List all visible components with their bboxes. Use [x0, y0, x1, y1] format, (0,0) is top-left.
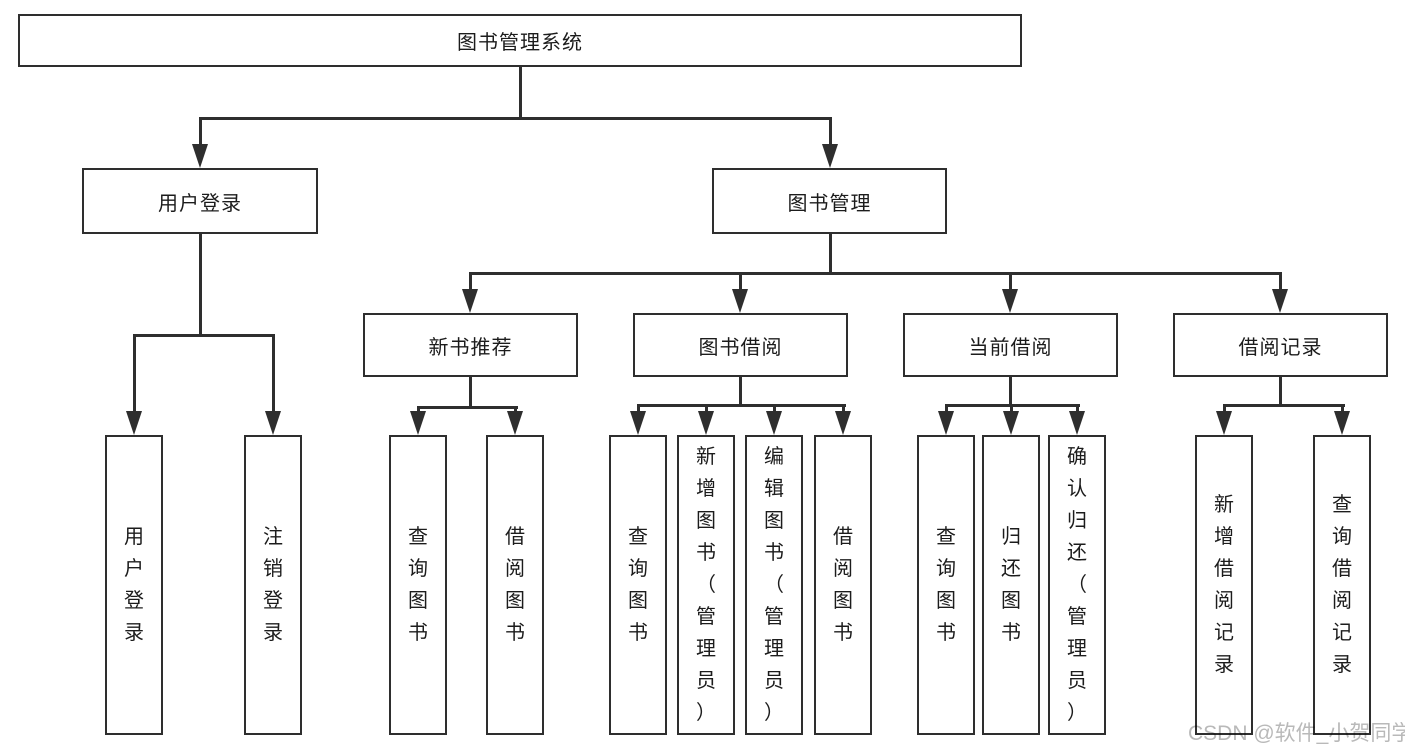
arrowhead-bb-add [698, 411, 714, 435]
leaf-br-query-record-label: 查询借阅记录 [1332, 494, 1352, 676]
leaf-bb-edit-books-label: 编辑图书（管理员） [764, 446, 784, 724]
arrowhead-nb-query [410, 411, 426, 435]
connector-drop-br-add [1223, 404, 1226, 414]
node-book-mgmt-label: 图书管理 [787, 192, 872, 215]
arrowhead-bb-borrow [835, 411, 851, 435]
connector-drop-book-borrow [739, 272, 742, 292]
leaf-cb-return-books-label: 归还图书 [1001, 526, 1021, 644]
connector-drop-bb-add [705, 404, 708, 414]
leaf-cb-query-books-label: 查询图书 [936, 526, 956, 644]
leaf-br-add-record-label: 新增借阅记录 [1214, 494, 1234, 676]
connector-drop-br-query [1341, 404, 1344, 414]
arrowhead-ul-logout [265, 411, 281, 435]
connector-drop-user-login [199, 117, 202, 148]
arrowhead-cb-query [938, 411, 954, 435]
connector-nbr-stem [469, 377, 472, 408]
leaf-bb-query-books: 查询图书 [609, 435, 667, 735]
connector-drop-cb-return [1010, 404, 1013, 414]
connector-drop-cb-confirm [1076, 404, 1079, 414]
connector-userlogin-bus [133, 334, 275, 337]
arrowhead-book-mgmt [822, 144, 838, 168]
connector-drop-bb-query [637, 404, 640, 414]
leaf-user-login: 用户登录 [105, 435, 163, 735]
arrowhead-borrow-records [1272, 289, 1288, 313]
node-root: 图书管理系统 [18, 14, 1022, 67]
node-new-book-rec: 新书推荐 [363, 313, 578, 377]
connector-drop-current-borrow [1009, 272, 1012, 292]
arrowhead-bb-edit [766, 411, 782, 435]
arrowhead-cb-return [1003, 411, 1019, 435]
node-book-borrow: 图书借阅 [633, 313, 848, 377]
arrowhead-new-book-rec [462, 289, 478, 313]
connector-nbr-bus [417, 406, 518, 409]
arrowhead-book-borrow [732, 289, 748, 313]
connector-br-bus [1223, 404, 1345, 407]
connector-drop-ul-login [133, 334, 136, 414]
arrowhead-user-login [192, 144, 208, 168]
leaf-bb-add-books-label: 新增图书（管理员） [696, 446, 716, 724]
connector-drop-bb-edit [773, 404, 776, 414]
node-book-mgmt: 图书管理 [712, 168, 947, 234]
leaf-nb-query-books-label: 查询图书 [408, 526, 428, 644]
leaf-bb-borrow-books-label: 借阅图书 [833, 526, 853, 644]
connector-drop-new-book-rec [469, 272, 472, 292]
connector-bookmgmt-stem [829, 234, 832, 275]
arrowhead-ul-login [126, 411, 142, 435]
node-user-login: 用户登录 [82, 168, 318, 234]
arrowhead-br-query [1334, 411, 1350, 435]
leaf-user-login-label: 用户登录 [124, 526, 144, 644]
connector-root-stem [519, 67, 522, 120]
arrowhead-nb-borrow [507, 411, 523, 435]
leaf-cb-query-books: 查询图书 [917, 435, 975, 735]
arrowhead-bb-query [630, 411, 646, 435]
connector-bookmgmt-bus [469, 272, 1282, 275]
connector-userlogin-stem [199, 234, 202, 337]
leaf-cb-return-books: 归还图书 [982, 435, 1040, 735]
connector-br-stem [1279, 377, 1282, 407]
arrowhead-br-add [1216, 411, 1232, 435]
connector-drop-cb-query [945, 404, 948, 414]
leaf-br-add-record: 新增借阅记录 [1195, 435, 1253, 735]
leaf-nb-borrow-books: 借阅图书 [486, 435, 544, 735]
leaf-cb-confirm-return: 确认归还（管理员） [1048, 435, 1106, 735]
connector-drop-nb-borrow [514, 406, 517, 414]
connector-bb-stem [739, 377, 742, 407]
node-new-book-rec-label: 新书推荐 [428, 336, 513, 359]
leaf-logout-label: 注销登录 [263, 526, 283, 644]
connector-drop-ul-logout [272, 334, 275, 414]
node-root-label: 图书管理系统 [457, 32, 583, 54]
leaf-nb-query-books: 查询图书 [389, 435, 447, 735]
connector-drop-book-mgmt [829, 117, 832, 148]
connector-bb-bus [637, 404, 846, 407]
leaf-nb-borrow-books-label: 借阅图书 [505, 526, 525, 644]
node-borrow-records: 借阅记录 [1173, 313, 1388, 377]
arrowhead-current-borrow [1002, 289, 1018, 313]
connector-root-bus [199, 117, 832, 120]
connector-cb-stem [1009, 377, 1012, 407]
node-user-login-label: 用户登录 [158, 192, 242, 215]
leaf-br-query-record: 查询借阅记录 [1313, 435, 1371, 735]
arrowhead-cb-confirm [1069, 411, 1085, 435]
connector-drop-bb-borrow [842, 404, 845, 414]
leaf-cb-confirm-return-label: 确认归还（管理员） [1067, 446, 1087, 724]
leaf-bb-query-books-label: 查询图书 [628, 526, 648, 644]
node-current-borrow: 当前借阅 [903, 313, 1118, 377]
node-book-borrow-label: 图书借阅 [698, 336, 783, 359]
leaf-bb-borrow-books: 借阅图书 [814, 435, 872, 735]
leaf-bb-add-books: 新增图书（管理员） [677, 435, 735, 735]
csdn-watermark: CSDN @软件_小贺同学 [1188, 722, 1405, 745]
node-borrow-records-label: 借阅记录 [1238, 336, 1323, 359]
connector-drop-borrow-records [1279, 272, 1282, 292]
leaf-bb-edit-books: 编辑图书（管理员） [745, 435, 803, 735]
leaf-logout: 注销登录 [244, 435, 302, 735]
connector-drop-nb-query [417, 406, 420, 414]
node-current-borrow-label: 当前借阅 [968, 336, 1053, 359]
